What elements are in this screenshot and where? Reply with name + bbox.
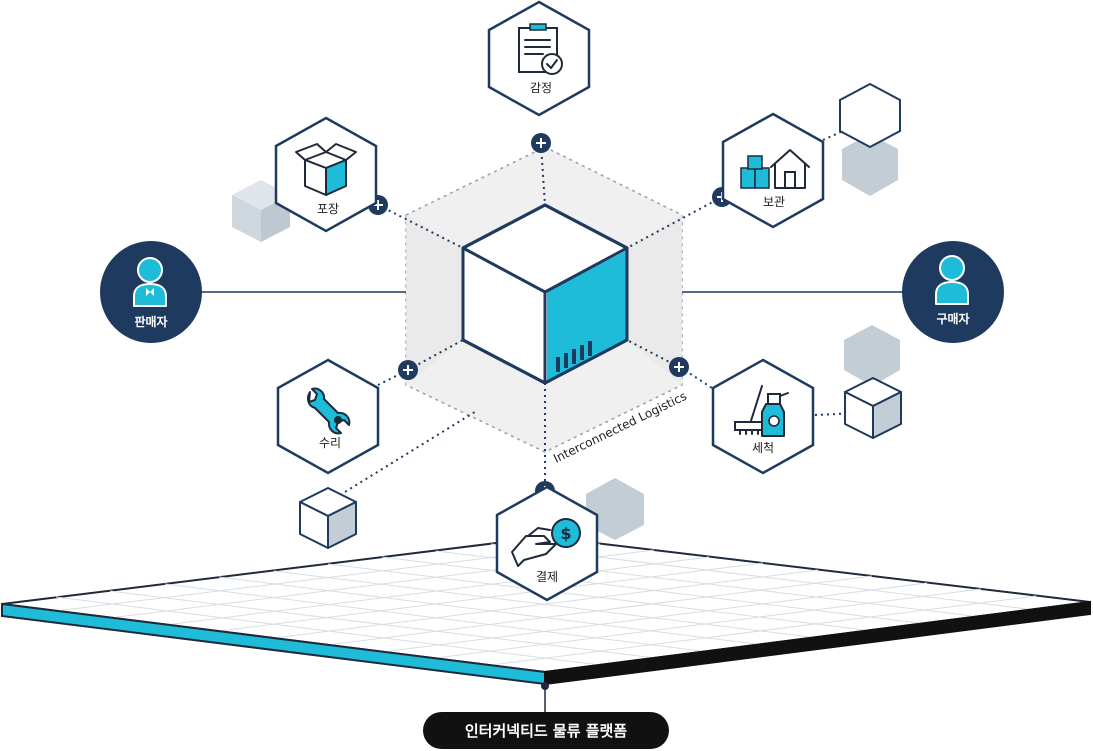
- node-storage: 보관: [721, 112, 825, 229]
- node-label: 결제: [536, 570, 558, 584]
- seller-person-icon: [133, 257, 167, 307]
- actor-seller: 판매자: [100, 241, 202, 343]
- svg-text:$: $: [560, 524, 571, 543]
- node-repair: 수리: [276, 358, 380, 475]
- mop-spray-icon: [734, 385, 789, 437]
- node-appraisal: 감정: [487, 0, 591, 117]
- buyer-person-icon: [935, 255, 969, 305]
- decor-grey-shapes: [232, 82, 902, 549]
- decor-cube-bottom-left: [299, 487, 357, 549]
- decor-cube-right: [844, 377, 902, 439]
- wrench-icon: [306, 387, 351, 435]
- node-cleaning: 세척: [711, 358, 815, 475]
- open-box-icon: [295, 143, 357, 196]
- node-label: 수리: [319, 436, 341, 450]
- actor-buyer: 구매자: [902, 241, 1004, 343]
- plus-icon: [669, 357, 689, 377]
- clipboard-check-icon: [518, 23, 563, 75]
- platform-board: [1, 535, 1091, 716]
- actor-label: 판매자: [134, 314, 167, 329]
- node-payment: $ 결제: [495, 485, 599, 602]
- node-label: 포장: [317, 202, 339, 216]
- central-cube: [461, 203, 629, 385]
- warehouse-icon: [740, 149, 810, 189]
- actor-label: 구매자: [936, 311, 969, 326]
- node-label: 보관: [763, 195, 785, 209]
- cube-vent-lines: [556, 341, 592, 372]
- node-label: 세척: [752, 441, 774, 455]
- node-label: 감정: [530, 81, 552, 95]
- platform-label: 인터커넥티드 물류 플랫폼: [465, 722, 627, 740]
- plus-icon: [398, 360, 418, 380]
- node-packing: 포장: [274, 116, 378, 233]
- hand-coin-icon: $: [511, 518, 581, 567]
- platform-label-pill: 인터커넥티드 물류 플랫폼: [423, 712, 669, 749]
- plus-icon: [531, 133, 551, 153]
